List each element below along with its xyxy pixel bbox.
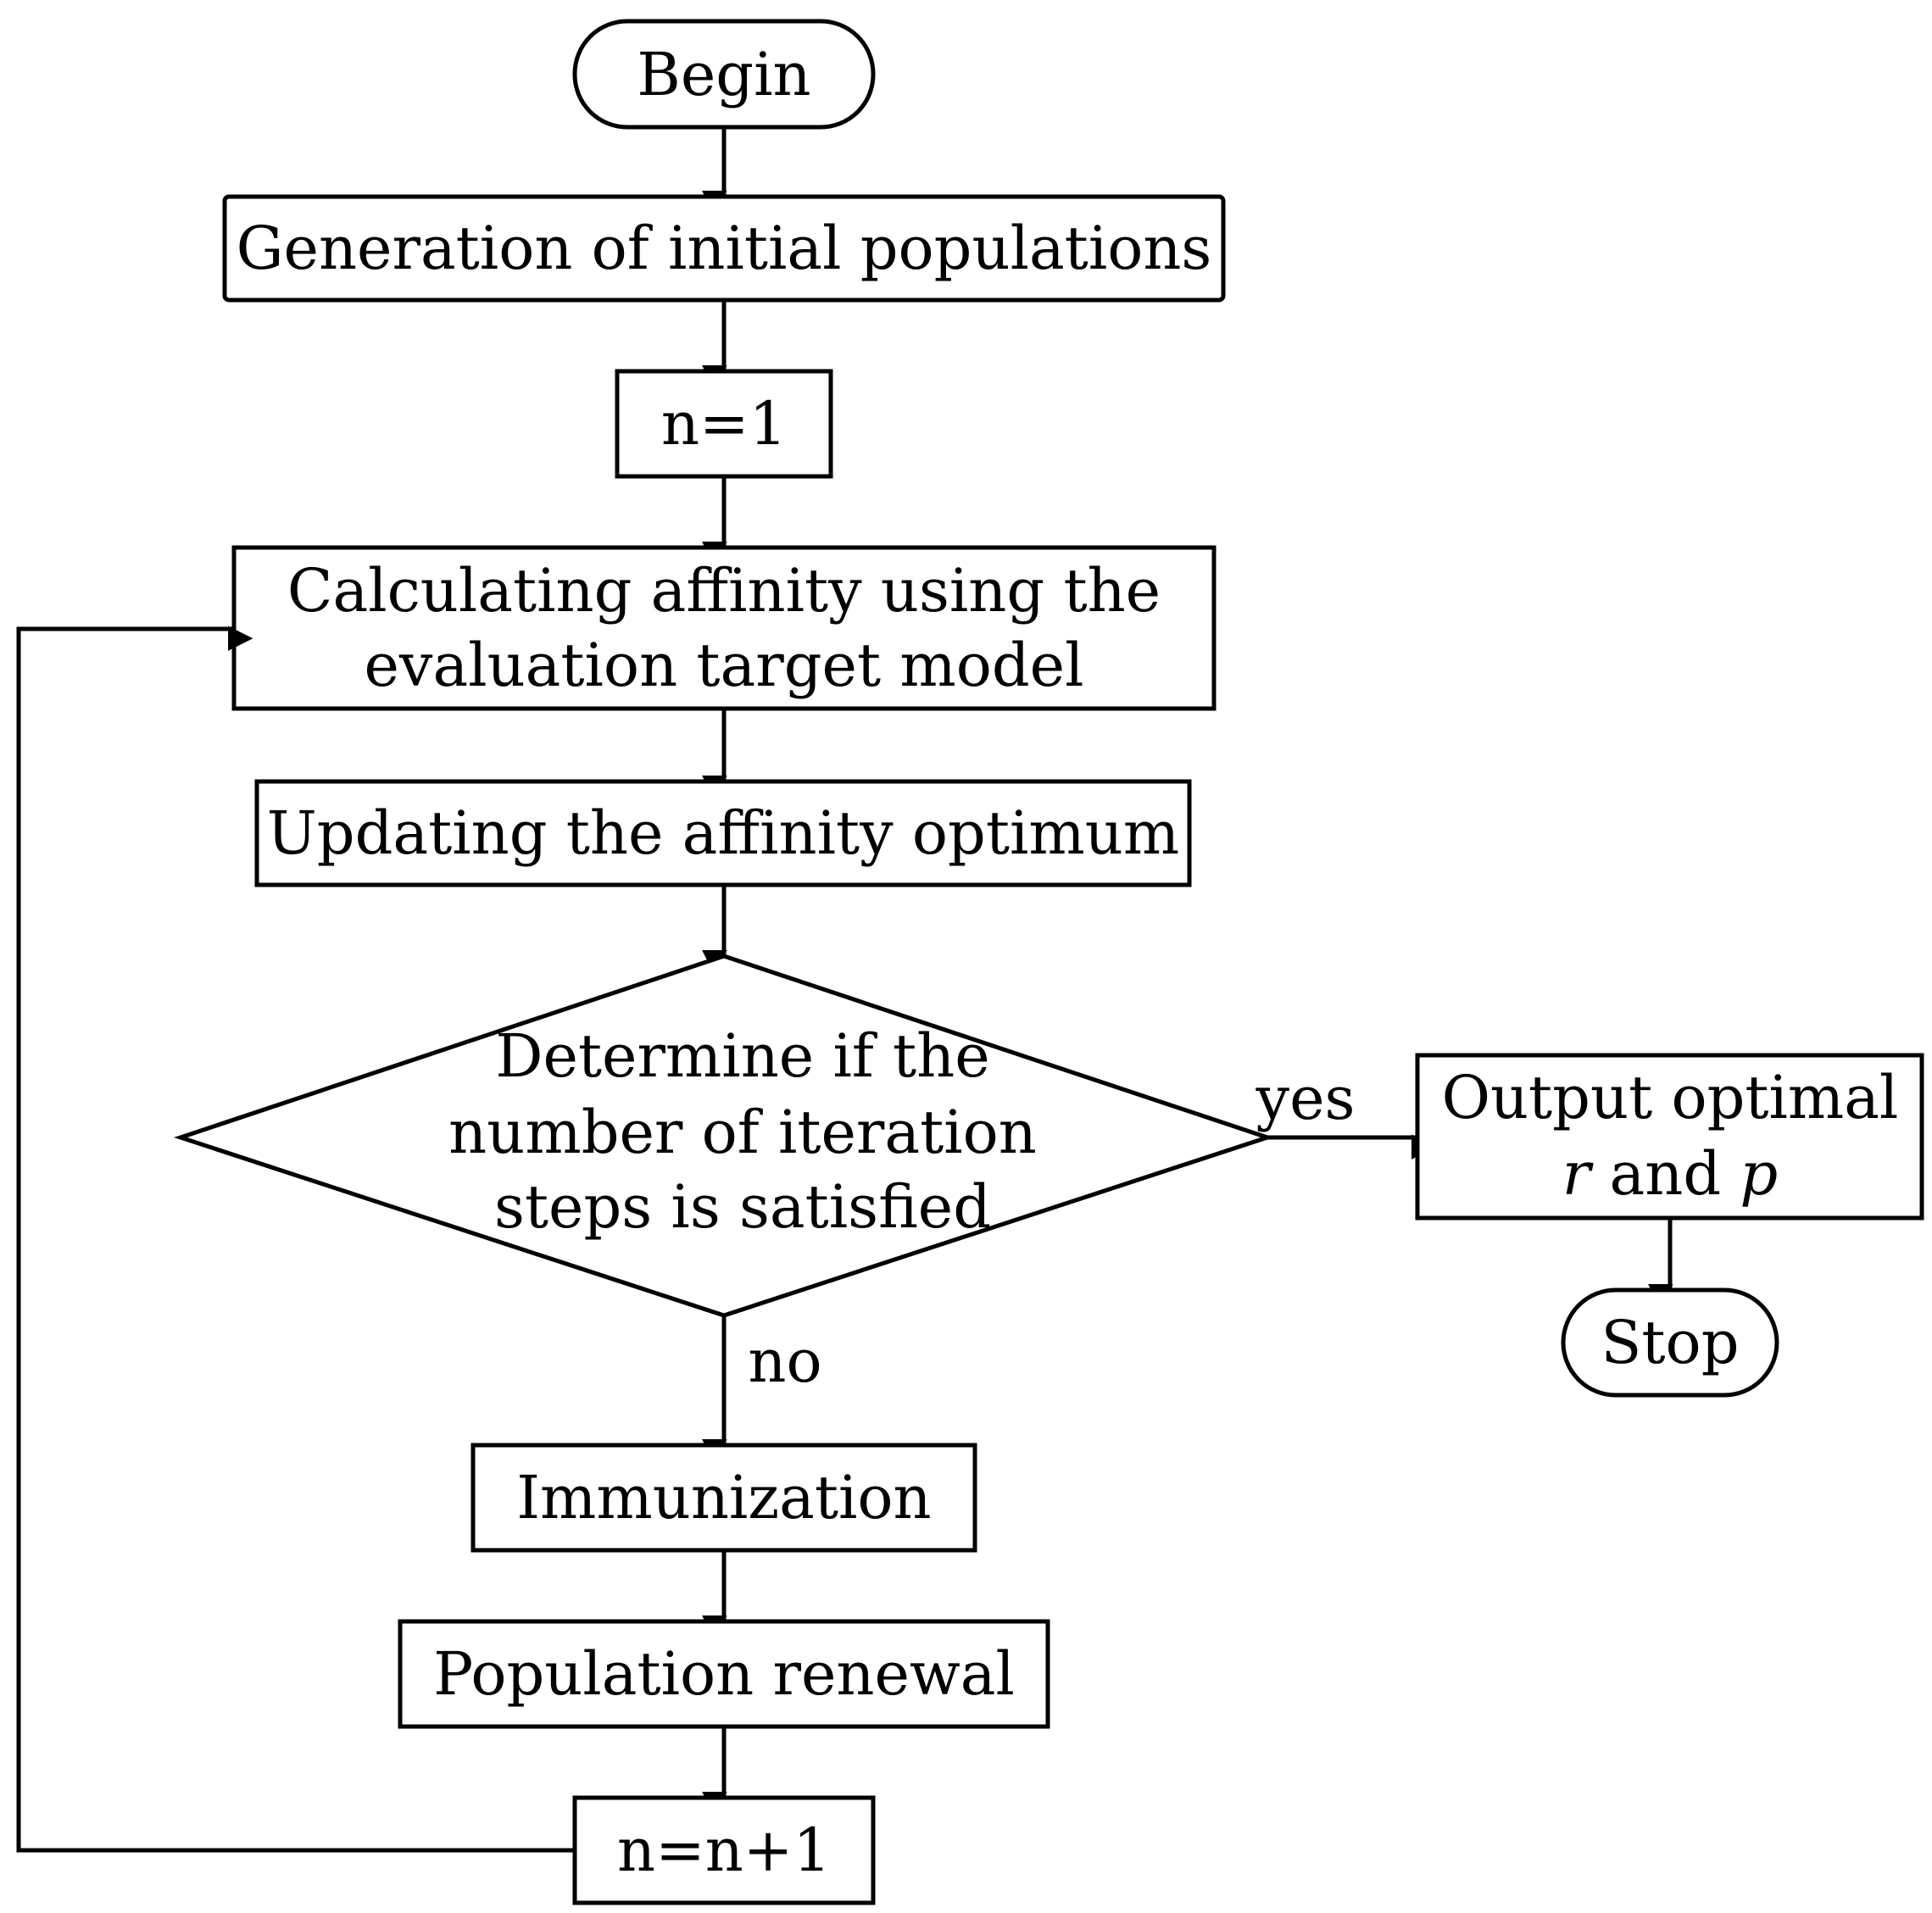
renewal-node: Population renewal <box>398 1619 1050 1729</box>
calc-affinity-node: Calculating affinity using the evaluatio… <box>231 545 1217 711</box>
n-increment-label: n=n+1 <box>617 1816 831 1885</box>
decision-line-3: steps is satisfied <box>494 1172 991 1242</box>
output-conj: and <box>1590 1139 1740 1209</box>
output-var-p: p <box>1740 1139 1778 1209</box>
begin-node: Begin <box>572 19 876 130</box>
output-line-1: Output optimal <box>1442 1063 1899 1132</box>
n-increment-node: n=n+1 <box>572 1795 876 1905</box>
decision-node: Determine if the number of iteration ste… <box>174 954 1274 1318</box>
stop-label: Stop <box>1601 1308 1739 1377</box>
output-line-2: r and p <box>1562 1139 1778 1209</box>
calc-affinity-line-2: evaluation target model <box>365 631 1084 700</box>
init-population-label: Generation of initial populations <box>237 214 1212 283</box>
n-init-node: n=1 <box>615 369 833 479</box>
output-var-r: r <box>1562 1139 1594 1209</box>
update-optimum-node: Updating the affinity optimum <box>254 779 1192 887</box>
renewal-label: Population renewal <box>433 1639 1015 1709</box>
stop-node: Stop <box>1561 1287 1779 1398</box>
init-population-node: Generation of initial populations <box>222 194 1226 303</box>
immunization-node: Immunization <box>470 1443 977 1553</box>
update-optimum-label: Updating the affinity optimum <box>267 798 1179 868</box>
immunization-label: Immunization <box>516 1463 931 1532</box>
yes-label: yes <box>1256 1064 1356 1133</box>
n-init-label: n=1 <box>661 389 787 459</box>
no-label: no <box>748 1326 821 1396</box>
edge-loop-back <box>16 626 575 1853</box>
output-node: Output optimal r and p <box>1415 1053 1924 1221</box>
decision-line-2: number of iteration <box>448 1098 1037 1167</box>
begin-label: Begin <box>637 40 810 109</box>
decision-line-1: Determine if the <box>495 1021 989 1091</box>
calc-affinity-line-1: Calculating affinity using the <box>287 556 1161 626</box>
